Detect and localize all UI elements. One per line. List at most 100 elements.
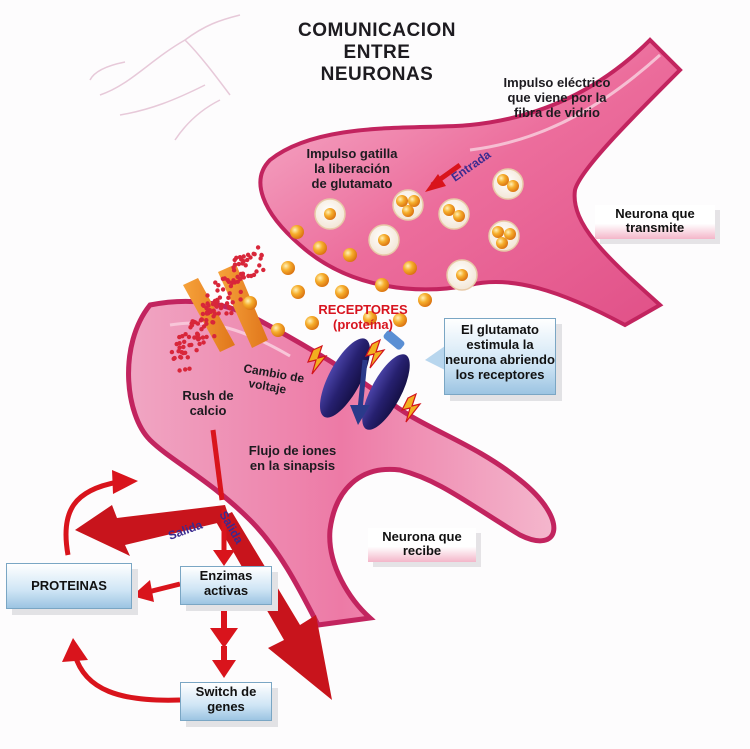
calcium-ion (185, 355, 190, 360)
enzimas-to-proteinas-line (147, 581, 181, 595)
upper-loop-arrowhead (112, 470, 138, 494)
calcium-ion (215, 288, 220, 293)
receptores-line-2: (proteína) (333, 317, 393, 332)
background-sketch (89, 14, 241, 141)
calcium-ion (236, 261, 241, 267)
calcium-ion (216, 311, 221, 316)
impulso-gatilla-label: Impulso gatilla la liberación de glutama… (297, 146, 407, 191)
calcium-ion (226, 295, 231, 300)
calcium-ion (201, 303, 206, 308)
receptor-right (362, 354, 410, 430)
glutamate-molecule (271, 323, 285, 337)
impulso-gatilla-line-1: Impulso gatilla (306, 146, 398, 161)
calcium-ion (219, 302, 224, 307)
calcium-ion (214, 304, 219, 309)
calcium-ion (204, 334, 209, 340)
ion-flow-arrow (357, 359, 368, 411)
calcium-ion (195, 332, 201, 337)
glutamato-box-line-2: estimula la (466, 337, 534, 352)
switch-genes-line-1: Switch de (195, 684, 257, 699)
calcium-ion (211, 308, 216, 313)
impulso-electrico-line-2: que viene por la (507, 90, 607, 105)
calcium-ion (218, 305, 224, 311)
calcium-ion (213, 280, 218, 285)
glutamate-molecule (363, 311, 377, 325)
glutamate-box-pointer (383, 330, 405, 350)
rush-calcio-line-1: Rush de (182, 388, 234, 403)
upper-loop-arrow (63, 479, 119, 556)
glutamate-vesicles (314, 168, 524, 291)
calcium-ion (245, 257, 250, 263)
glutamate-molecule (418, 293, 432, 307)
calcium-ion (243, 263, 248, 268)
calcium-stem (210, 429, 225, 501)
glutamate-molecule (243, 296, 257, 310)
proteinas-label: PROTEINAS (31, 578, 107, 593)
calcium-ion (220, 287, 226, 292)
calcium-ion (177, 368, 182, 373)
calcium-ion (224, 301, 230, 306)
calcium-ion (257, 263, 262, 268)
calcium-ion (224, 311, 229, 316)
calcium-ion (231, 278, 236, 283)
calcium-ion (235, 279, 240, 284)
calcium-ion (228, 306, 233, 311)
calcium-ion (180, 334, 185, 339)
impulso-gatilla-line-2: la liberación (314, 161, 390, 176)
switch-genes-box: Switch de genes (180, 682, 272, 721)
glutamate-molecule (291, 285, 305, 299)
receptors (319, 338, 410, 430)
proteinas-box: PROTEINAS (6, 563, 132, 609)
glutamato-box-line-1: El glutamato (460, 322, 539, 337)
glutamate-molecule (393, 313, 407, 327)
calcium-ion (212, 334, 217, 339)
neurona-recibe-tag: Neurona que recibe (368, 528, 476, 562)
vesicle (446, 259, 478, 291)
calcium-ion (200, 311, 206, 317)
switch-genes-line-2: genes (207, 699, 245, 714)
calcium-ion (228, 283, 234, 289)
calcium-ion (206, 303, 211, 308)
calcium-ion (205, 293, 210, 298)
spark-1 (306, 344, 328, 375)
calcium-ion (238, 289, 243, 295)
enzimas-to-switch-head1 (210, 628, 238, 648)
title-line-1: COMUNICACION (298, 20, 456, 41)
calcium-ion (216, 283, 221, 288)
calcium-ion (171, 356, 176, 361)
rush-calcio-line-2: calcio (189, 403, 227, 418)
calcium-ion (230, 300, 235, 305)
calcium-ion (238, 297, 243, 302)
calcium-ion (204, 321, 209, 326)
receiving-neuron-highlight (169, 321, 291, 358)
glutamato-box-line-4: los receptores (455, 367, 545, 382)
transmitting-neuron (258, 37, 683, 328)
calcium-ion (177, 345, 182, 350)
calcium-ion (248, 255, 253, 260)
spark-3 (400, 392, 422, 423)
ion-flow-arrowhead (350, 405, 370, 425)
calcium-ion (231, 265, 236, 270)
enzimas-line-2: activas (203, 583, 249, 598)
title-line-3: NEURONAS (320, 64, 434, 85)
glutamate-molecule (315, 273, 329, 287)
calcium-ion (239, 272, 245, 278)
neurona-transmite-line-1: Neurona que (615, 206, 695, 221)
impulso-electrico-line-1: Impulso eléctrico (503, 75, 611, 90)
calcium-ion (261, 267, 266, 273)
glutamate-molecule (313, 241, 327, 255)
vesicle (492, 168, 524, 200)
receptores-label: RECEPTORES (proteína) (308, 302, 418, 332)
vesicle (368, 224, 400, 256)
calcium-ion (194, 348, 199, 353)
receptores-line-1: RECEPTORES (318, 302, 408, 317)
calcium-ion (234, 255, 239, 260)
calcium-ion (255, 245, 261, 250)
flujo-iones-line-2: en la sinapsis (249, 458, 336, 473)
enzimas-to-proteinas-arrowhead (132, 580, 154, 602)
signal-pathway-arrows (62, 429, 332, 703)
enzimas-line-1: Enzimas (199, 568, 253, 583)
calcium-ion (204, 311, 210, 316)
vesicle (488, 220, 520, 252)
salida-left-big-arrow (75, 505, 230, 556)
